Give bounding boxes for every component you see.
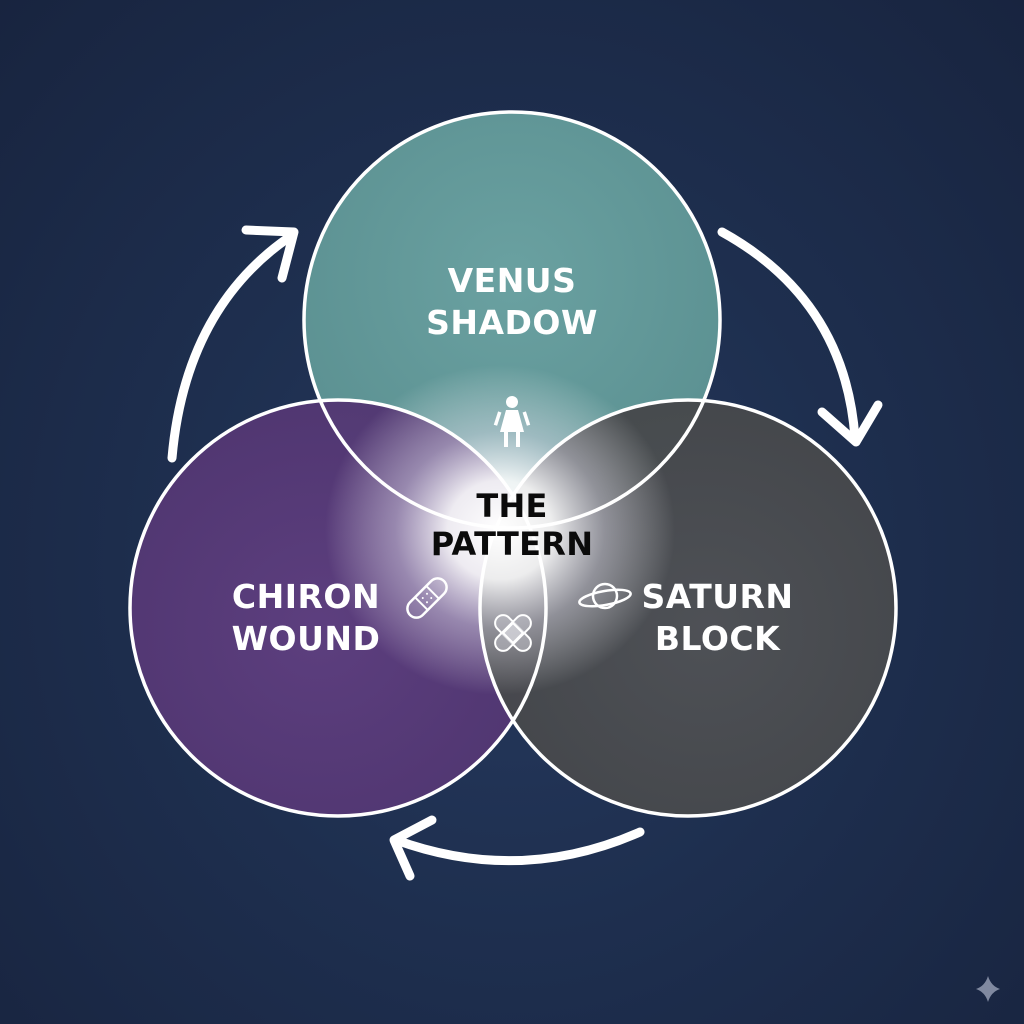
bandage-icon — [406, 577, 448, 619]
chiron-outline — [128, 398, 548, 818]
cycle-arrow-left — [167, 225, 299, 463]
sparkle-icon — [976, 976, 1000, 1002]
saturn-outline — [478, 398, 898, 818]
saturn-block-label: SATURN BLOCK — [641, 577, 794, 658]
planet-icon — [578, 582, 632, 610]
venus-shadow-label: VENUS SHADOW — [426, 261, 598, 342]
chiron-wound-label: CHIRON WOUND — [231, 577, 381, 658]
the-pattern-label: THE PATTERN — [430, 487, 594, 563]
cycle-arrow-right — [717, 227, 883, 447]
center-glow — [325, 365, 675, 695]
cycle-arrow-bottom — [389, 815, 645, 881]
crossed-bandages-icon — [494, 614, 532, 652]
woman-icon — [493, 396, 531, 447]
venus-outline — [302, 110, 722, 530]
